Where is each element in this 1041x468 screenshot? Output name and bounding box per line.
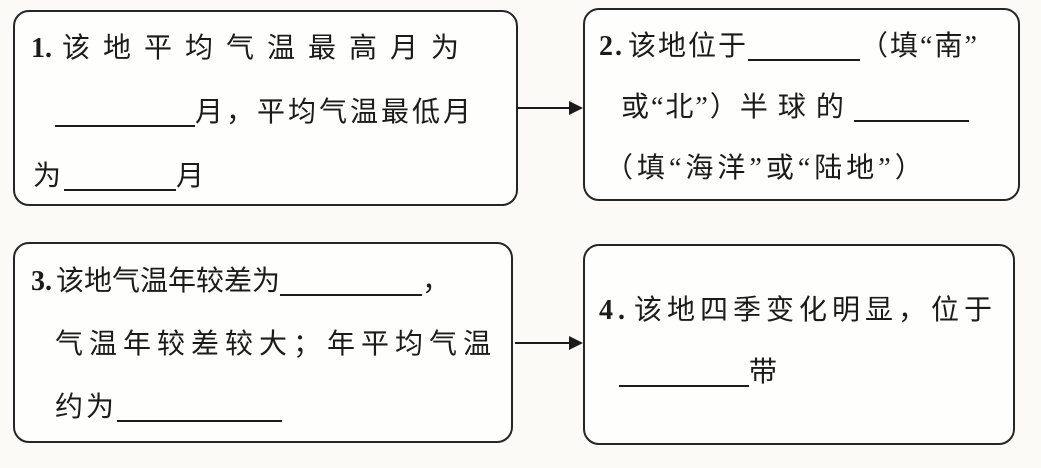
box2-line2-start: 或“北”） <box>621 92 740 123</box>
box4-number: 4. <box>599 295 630 326</box>
flow-box-4: 4.该地四季变化明显，位于 带 <box>583 244 1015 445</box>
box2-line-2: 或“北”）半球的 <box>599 77 1004 138</box>
box2-line3-text: （填“海洋”或“陆地”） <box>605 153 927 184</box>
arrow-box1-to-box2 <box>518 101 583 115</box>
box1-line3-post: 月 <box>176 161 208 192</box>
box2-number: 2. <box>599 31 624 62</box>
blank-warmest-month <box>55 100 195 127</box>
box3-line1-post: ， <box>422 266 451 297</box>
box3-line-3: 约为 <box>31 376 495 439</box>
box1-line2-text: 月，平均气温最低月 <box>195 97 475 128</box>
box2-line-1: 2.该地位于 （填“南” <box>599 16 1004 77</box>
blank-coldest-month <box>64 164 177 191</box>
box2-line1-pre: 该地位于 <box>628 31 749 62</box>
box1-line1-text: 该地平均气温最高月为 <box>62 33 473 64</box>
box1-line-3: 为月 <box>31 145 500 209</box>
box1-line3-pre: 为 <box>33 161 65 192</box>
arrow-box3-to-box4 <box>515 336 583 350</box>
flow-box-3: 3.该地气温年较差为 ， 气温年较差较大；年平均气温 约为 <box>13 242 513 443</box>
blank-mean-temperature <box>117 395 283 422</box>
box4-line-1: 4.该地四季变化明显，位于 <box>599 280 999 342</box>
box4-line2-post: 带 <box>749 357 782 388</box>
box1-line-2: 月，平均气温最低月 <box>31 81 500 145</box>
box3-line-1: 3.该地气温年较差为 ， <box>31 250 495 313</box>
box2-line1-post: （填“南” <box>860 31 979 62</box>
blank-hemisphere <box>748 34 861 61</box>
box2-line2-spread: 半球的 <box>739 92 854 123</box>
box4-line-2: 带 <box>599 342 999 404</box>
box3-line3-pre: 约为 <box>55 392 118 423</box>
box3-line-2: 气温年较差较大；年平均气温 <box>31 313 495 376</box>
flow-box-1: 1.该地平均气温最高月为 月，平均气温最低月 为月 <box>13 10 518 206</box>
box2-line-3: （填“海洋”或“陆地”） <box>599 138 1004 199</box>
box1-line-1: 1. 该地平均气温最高月为 <box>31 17 500 81</box>
flow-box-2: 2.该地位于 （填“南” 或“北”）半球的 （填“海洋”或“陆地”） <box>583 8 1020 201</box>
box1-number: 1. <box>31 33 52 64</box>
box3-line1-pre: 该地气温年较差为 <box>56 266 281 297</box>
box3-line2-text: 气温年较差较大；年平均气温 <box>55 329 495 360</box>
box4-line1-text: 该地四季变化明显，位于 <box>634 295 998 326</box>
blank-temperature-zone <box>619 360 749 387</box>
blank-surface-type <box>853 95 969 122</box>
box3-number: 3. <box>31 266 52 297</box>
blank-annual-range <box>280 269 423 296</box>
